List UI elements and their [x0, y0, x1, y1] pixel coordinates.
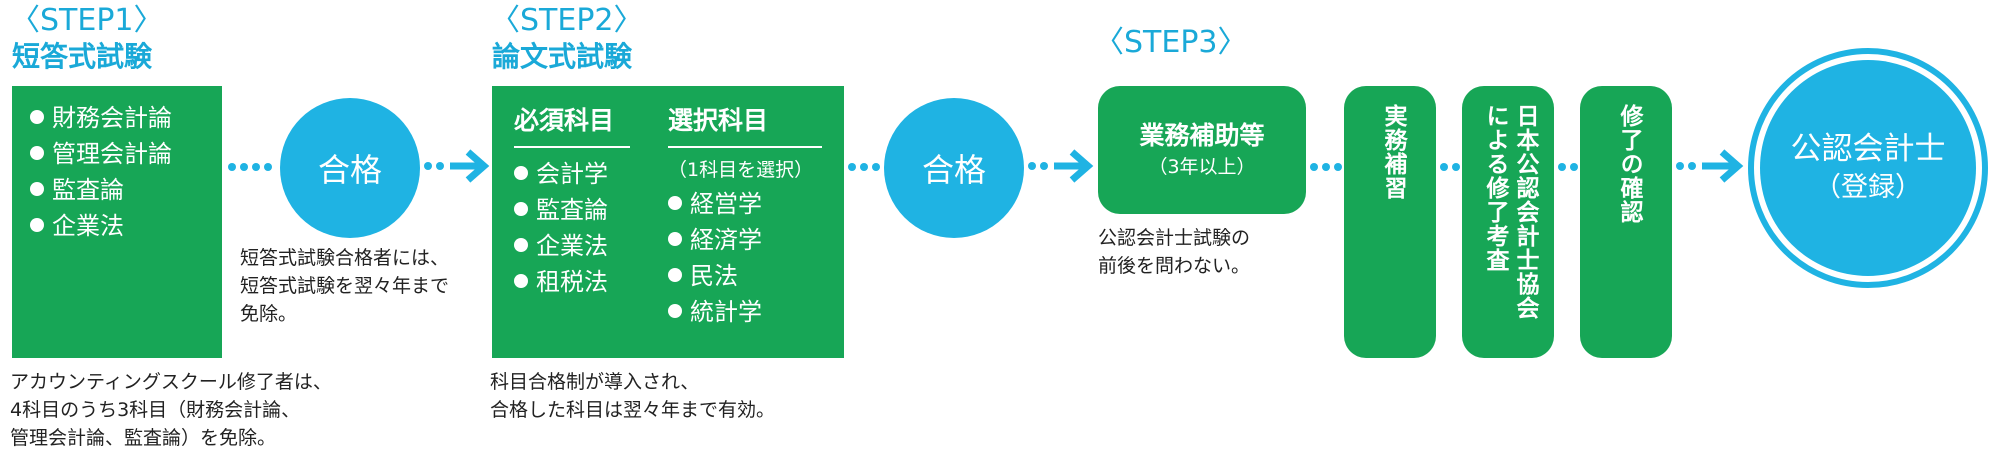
step2-title: 論文式試験	[492, 40, 633, 73]
completion-confirmation-label: 修了の確認	[1616, 104, 1642, 224]
practical-training-box: 実務補習	[1344, 86, 1436, 358]
subject-item: 管理会計論	[30, 136, 222, 172]
subject-item: 財務会計論	[30, 100, 222, 136]
pass1-label: 合格	[317, 151, 382, 189]
step2-note-line: 科目合格制が導入され、	[490, 371, 700, 393]
pass1-circle: 合格	[280, 98, 420, 238]
pass2-label: 合格	[921, 151, 986, 189]
subject-item: 企業法	[514, 228, 630, 264]
bullet-dot-icon	[514, 202, 528, 216]
step1-note-line: 4科目のうち3科目（財務会計論、	[10, 399, 301, 421]
subject-label: 財務会計論	[52, 104, 172, 132]
bullet-dot-icon	[668, 268, 682, 282]
step1-title: 短答式試験	[12, 40, 153, 73]
step2-note-line: 合格した科目は翌々年まで有効。	[490, 399, 776, 421]
step3-note: 公認会計士試験の 前後を問わない。	[1098, 224, 1250, 280]
dotted-connector	[1310, 163, 1342, 171]
subject-label: 監査論	[536, 196, 608, 224]
bullet-dot-icon	[30, 218, 44, 232]
dotted-connector	[848, 163, 880, 171]
practical-training-label: 実務補習	[1380, 104, 1406, 200]
step1-subjects-box: 財務会計論管理会計論監査論企業法	[12, 86, 222, 358]
step1-note: アカウンティングスクール修了者は、 4科目のうち3科目（財務会計論、 管理会計論…	[10, 368, 332, 452]
required-heading: 必須科目	[514, 106, 615, 135]
bullet-dot-icon	[30, 182, 44, 196]
dotted-arrow	[1676, 149, 1744, 183]
dotted-arrow	[1028, 149, 1094, 183]
step1-subject-list: 財務会計論管理会計論監査論企業法	[30, 100, 222, 244]
pass2-circle: 合格	[884, 98, 1024, 238]
pass1-note: 短答式試験合格者には、 短答式試験を翌々年まで 免除。	[240, 244, 449, 328]
completion-exam-line1: 日本公認会計士協会	[1512, 104, 1538, 320]
practical-experience-duration: （3年以上）	[1148, 156, 1256, 178]
subject-item: 租税法	[514, 264, 630, 300]
elective-divider	[668, 146, 822, 148]
pass1-note-line: 短答式試験合格者には、	[240, 247, 450, 269]
required-subject-list: 会計学監査論企業法租税法	[514, 156, 630, 300]
dotted-connector	[1440, 163, 1460, 171]
pass1-note-line: 免除。	[240, 303, 298, 325]
elective-subject-list: 経営学経済学民法統計学	[668, 186, 826, 330]
subject-item: 企業法	[30, 208, 222, 244]
step3-note-line: 公認会計士試験の	[1098, 227, 1251, 249]
dotted-arrow	[424, 149, 490, 183]
completion-exam-box: 日本公認会計士協会 による修了考査	[1462, 86, 1554, 358]
elective-column: 選択科目 （1科目を選択） 経営学経済学民法統計学	[668, 104, 826, 330]
bullet-dot-icon	[514, 274, 528, 288]
subject-label: 経済学	[690, 226, 762, 254]
subject-label: 企業法	[536, 232, 608, 260]
subject-label: 租税法	[536, 268, 608, 296]
step1-note-line: アカウンティングスクール修了者は、	[10, 371, 332, 393]
bullet-dot-icon	[668, 196, 682, 210]
bullet-dot-icon	[514, 166, 528, 180]
completion-confirmation-box: 修了の確認	[1580, 86, 1672, 358]
bullet-dot-icon	[668, 304, 682, 318]
bullet-dot-icon	[514, 238, 528, 252]
elective-heading: 選択科目	[668, 106, 769, 135]
subject-label: 企業法	[52, 212, 124, 240]
subject-item: 会計学	[514, 156, 630, 192]
subject-label: 会計学	[536, 160, 608, 188]
subject-label: 統計学	[690, 298, 762, 326]
certified-accountant-circle: 公認会計士 （登録）	[1760, 60, 1976, 276]
step2-label: 〈STEP2〉	[490, 3, 644, 38]
subject-item: 経済学	[668, 222, 826, 258]
dotted-connector	[228, 163, 272, 171]
step2-note: 科目合格制が導入され、 合格した科目は翌々年まで有効。	[490, 368, 775, 424]
step1-label: 〈STEP1〉	[10, 3, 164, 38]
subject-label: 経営学	[690, 190, 762, 218]
certified-accountant-label: 公認会計士	[1790, 131, 1946, 167]
pass1-note-line: 短答式試験を翌々年まで	[240, 275, 450, 297]
step2-subjects-box: 必須科目 会計学監査論企業法租税法 選択科目 （1科目を選択） 経営学経済学民法…	[492, 86, 844, 358]
subject-item: 経営学	[668, 186, 826, 222]
bullet-dot-icon	[30, 146, 44, 160]
completion-exam-line2: による修了考査	[1482, 104, 1508, 272]
step1-note-line: 管理会計論、監査論）を免除。	[10, 427, 277, 449]
step3-note-line: 前後を問わない。	[1098, 255, 1251, 277]
subject-label: 民法	[690, 262, 738, 290]
subject-item: 民法	[668, 258, 826, 294]
subject-label: 監査論	[52, 176, 124, 204]
registration-label: （登録）	[1814, 172, 1922, 203]
required-divider	[514, 146, 630, 148]
step3-label: 〈STEP3〉	[1094, 25, 1248, 60]
bullet-dot-icon	[30, 110, 44, 124]
subject-item: 監査論	[30, 172, 222, 208]
practical-experience-box: 業務補助等 （3年以上）	[1098, 86, 1306, 214]
subject-label: 管理会計論	[52, 140, 172, 168]
subject-item: 監査論	[514, 192, 630, 228]
elective-instruction: （1科目を選択）	[668, 159, 814, 181]
bullet-dot-icon	[668, 232, 682, 246]
subject-item: 統計学	[668, 294, 826, 330]
required-column: 必須科目 会計学監査論企業法租税法	[514, 104, 630, 300]
practical-experience-title: 業務補助等	[1139, 121, 1265, 150]
dotted-connector	[1558, 163, 1578, 171]
